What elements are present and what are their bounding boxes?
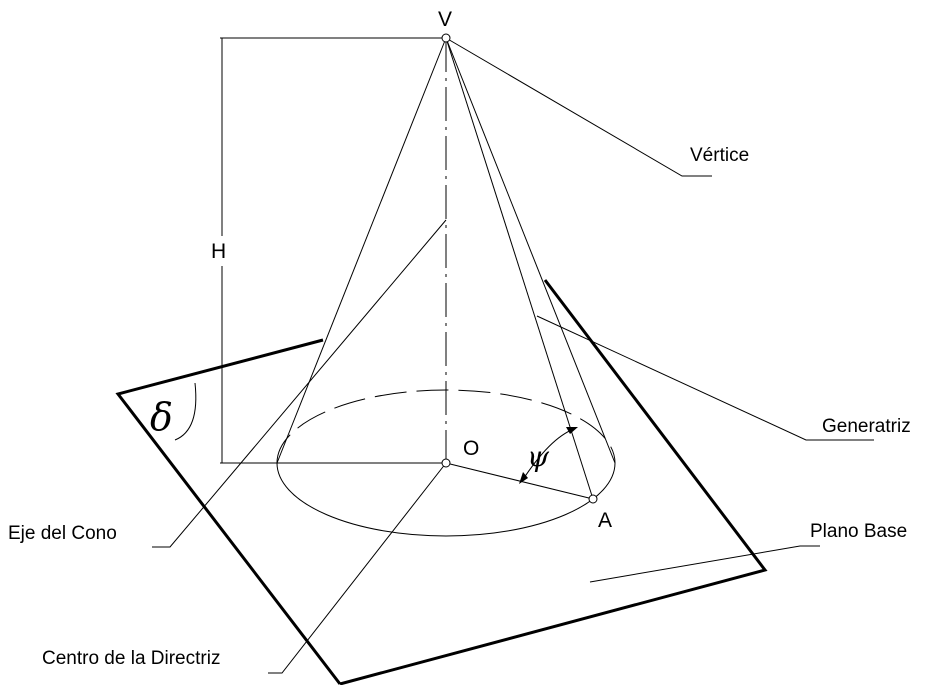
leaders <box>152 37 874 674</box>
psi-arrow-upper <box>566 427 578 434</box>
generatrix-va <box>445 37 594 500</box>
leader-centro-directriz <box>268 462 447 674</box>
psi-angle <box>519 427 578 484</box>
label-o: O <box>463 437 479 460</box>
generatrix-right <box>445 37 616 464</box>
leader-plano-base <box>589 545 820 583</box>
point-a-marker <box>588 494 598 504</box>
leader-eje-del-cono <box>152 219 447 548</box>
label-v: V <box>438 8 452 31</box>
plane-edge-left-top <box>115 338 342 685</box>
cone-lines <box>276 37 616 500</box>
radius-oa <box>445 462 594 500</box>
generatrix-left <box>276 37 447 464</box>
point-o-marker <box>441 458 451 468</box>
plane-edge-right-bottom <box>339 279 768 685</box>
label-psi: ψ <box>527 440 550 473</box>
point-v-marker <box>441 33 451 43</box>
callout-vertice: Vértice <box>690 145 749 166</box>
psi-arrow-lower <box>519 472 528 484</box>
key-points <box>441 33 598 504</box>
directrix-front <box>276 462 616 537</box>
height-dimension <box>220 37 446 464</box>
leader-generatriz <box>536 315 874 441</box>
delta-arc <box>174 382 197 441</box>
base-plane <box>115 279 768 685</box>
callout-generatriz: Generatriz <box>822 416 911 437</box>
label-delta: δ <box>150 395 173 439</box>
callout-centro-directriz: Centro de la Directriz <box>42 648 220 669</box>
callout-plano-base: Plano Base <box>810 521 907 542</box>
leader-vertice <box>445 37 712 177</box>
callout-eje-del-cono: Eje del Cono <box>8 523 117 544</box>
label-a: A <box>598 509 612 532</box>
label-h: H <box>211 240 226 263</box>
